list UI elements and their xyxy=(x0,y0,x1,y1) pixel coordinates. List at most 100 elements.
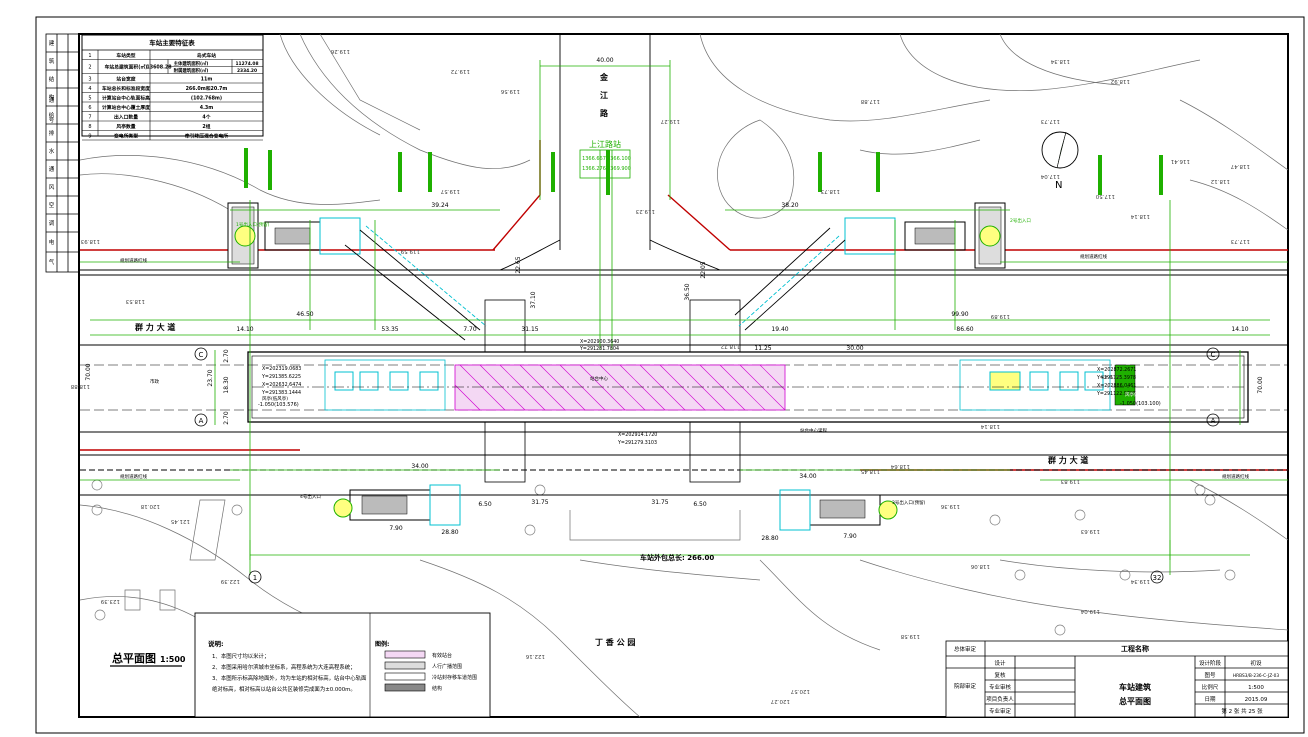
green-dimension-lines xyxy=(80,60,1288,575)
station-name: 上江路站 xyxy=(589,139,621,149)
stamp-label-1: 筑 xyxy=(49,57,55,65)
dimension-label: 46.50 xyxy=(296,311,313,318)
mileage-right-2: 1369.900 xyxy=(607,166,631,172)
spot-height: 118.34 xyxy=(1050,58,1070,64)
table-row-no: 9 xyxy=(88,133,91,139)
spot-height: 117.73 xyxy=(1230,238,1250,244)
stamp-label-14: 号 xyxy=(49,117,55,124)
station-center-markers: 上江路站 1366.667 1366.276 1366.100 1369.900 xyxy=(579,139,631,179)
table-sub-value: 2334.20 xyxy=(237,68,257,74)
dimension-label: 34.00 xyxy=(411,463,428,470)
legend-swatches xyxy=(384,650,426,692)
spot-height: 119.34 xyxy=(1130,578,1150,584)
spot-height: 118.72 xyxy=(721,343,740,349)
legend-label: 人行广播范围 xyxy=(432,663,462,670)
coordinate: Y=291122.9795 xyxy=(1096,391,1136,397)
axis-label: A xyxy=(1211,417,1216,425)
spot-height: 122.16 xyxy=(525,653,545,659)
wind-label-west: 风亭(低风亭) xyxy=(262,395,288,402)
plan-title: 总平面图 xyxy=(112,651,156,665)
table-row-no: 4 xyxy=(88,86,91,92)
table-row-label: 变电所类型 xyxy=(114,132,138,139)
dimension-label: 11.25 xyxy=(754,345,771,352)
side-road-label-4: 规划道路红线 xyxy=(1222,473,1249,480)
coordinate: Y=291385.6225 xyxy=(261,374,301,380)
table-row-label: 计算站台中心轨面标高 xyxy=(102,94,150,101)
axis-label: 1 xyxy=(253,574,257,582)
stamp-label-2: 结 xyxy=(49,75,55,83)
stamp-label-13: 通 xyxy=(49,96,55,104)
tb-date-value: 2015.09 xyxy=(1245,697,1268,703)
table-row-value: 13608.28 xyxy=(146,65,172,71)
coordinate: X=202914.1720 xyxy=(618,432,657,438)
coordinate: X=202886.0461 xyxy=(1097,383,1136,389)
cross-road-char: 江 xyxy=(600,90,608,100)
stamp-label-6: 水 xyxy=(49,147,55,155)
dimension-label: 30.00 xyxy=(846,345,863,352)
coordinate: X=202900.3640 xyxy=(580,339,619,345)
dimension-label: 18.30 xyxy=(223,376,230,393)
access-corridors xyxy=(344,225,846,341)
spot-height: 122.39 xyxy=(220,578,240,584)
stamp-label-8: 风 xyxy=(49,184,55,191)
spot-height: 118.47 xyxy=(1230,163,1250,169)
entrance-3-label: 3号出入口(预留) xyxy=(892,499,926,506)
spot-height: 120.57 xyxy=(790,688,810,694)
side-road-label-2: 规划道路红线 xyxy=(1080,253,1107,260)
dimension-label: 86.60 xyxy=(956,326,973,333)
spot-height: 119.72 xyxy=(451,68,470,74)
coordinate: Y=291383.1444 xyxy=(261,390,301,396)
east-end-label: 站台中心里程 xyxy=(800,427,827,434)
table-sub-label: 附属建筑面积(㎡) xyxy=(174,67,209,74)
legend-label: 结构 xyxy=(432,685,442,692)
spot-height: 118.12 xyxy=(1211,178,1230,184)
road-names: 群 力 大 道 群 力 大 道 丁 香 公 园 xyxy=(134,322,1088,647)
table-row-no: 7 xyxy=(88,114,91,120)
tb-drawing-no-value: HRBS3/B-236-C-JZ-03 xyxy=(1233,673,1279,679)
stamp-label-10: 调 xyxy=(49,219,55,227)
spot-height: 118.45 xyxy=(860,468,880,474)
dimension-label: 40.00 xyxy=(596,57,613,64)
table-row-label: 站台宽度 xyxy=(116,75,135,82)
tb-scale-label: 比例尺 xyxy=(1202,683,1219,691)
spot-height: 119.56 xyxy=(500,88,520,94)
compass-n: N xyxy=(1055,180,1062,191)
dimension-label: 6.50 xyxy=(693,501,707,508)
dimension-label: 34.00 xyxy=(799,473,816,480)
spot-height: 116.41 xyxy=(1171,158,1190,164)
dimension-label: 53.35 xyxy=(381,326,398,333)
dimension-label: 31.75 xyxy=(651,499,668,506)
spot-height: 121.45 xyxy=(170,518,190,524)
table-row-label: 计算站台中心覆土厚度 xyxy=(102,104,150,111)
spot-height: 118.06 xyxy=(970,563,990,569)
dimension-label: 39.24 xyxy=(431,202,448,209)
notes-items: 1、本图尺寸均以米计；2、本图采用哈尔滨城市坐标系，高程系统为大连高程系统；3、… xyxy=(212,652,367,693)
tb-drawing-name-2: 总平面图 xyxy=(1119,696,1151,706)
table-row-value: 4.3m xyxy=(200,105,214,111)
dimension-label: 31.75 xyxy=(531,499,548,506)
park-name: 丁 香 公 园 xyxy=(595,637,635,647)
spot-height: 118.14 xyxy=(980,423,1000,429)
table-row-label: 车站类型 xyxy=(116,52,135,59)
plan-title-block: 总平面图 1:500 xyxy=(110,651,186,667)
table-row-value: 4个 xyxy=(202,113,210,120)
dimension-label: 99.90 xyxy=(951,311,968,318)
spot-height: 119.26 xyxy=(330,48,350,54)
tb-drawing-name-1: 车站建筑 xyxy=(1119,682,1151,692)
coordinate: X=202319.0683 xyxy=(262,366,301,372)
spot-height: 119.89 xyxy=(990,313,1010,319)
table-sub-value: 11274.08 xyxy=(235,61,258,67)
tb-specialty-review: 专业审核 xyxy=(989,683,1012,691)
plan-scale: 1:500 xyxy=(160,655,186,664)
axis-label: C xyxy=(1211,351,1216,359)
elevation-west: -1.050(103.576) xyxy=(258,402,299,408)
spot-height: 118.73 xyxy=(820,188,840,194)
axis-markers xyxy=(194,347,1220,584)
spot-height: 119.04 xyxy=(1080,608,1100,614)
spot-height: 117.50 xyxy=(1095,193,1115,199)
side-road-label-3: 规划道路红线 xyxy=(120,473,147,480)
stamp-label-0: 建 xyxy=(49,39,55,47)
main-road-name-west: 群 力 大 道 xyxy=(134,322,175,332)
